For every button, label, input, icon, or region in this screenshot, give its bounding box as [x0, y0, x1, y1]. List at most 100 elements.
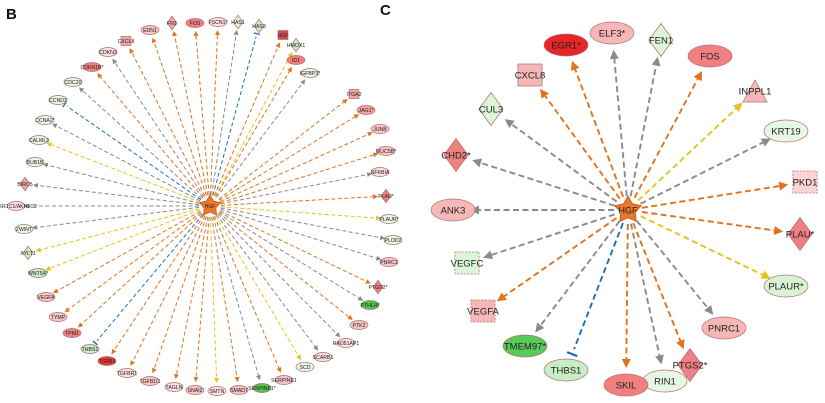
node-pnrc1: PNRC1 [379, 257, 399, 267]
edge-ptk2 [218, 212, 351, 319]
node-has3: HAS3 [252, 18, 266, 34]
node-label: SMAD7 [230, 388, 248, 394]
node-label: JUNB [373, 127, 387, 133]
arrowhead-tpm1 [77, 322, 84, 328]
edge-cdkn3 [113, 60, 205, 198]
node-label: CXCL8 [118, 39, 135, 45]
node-label: TAGLN [166, 385, 183, 391]
node-label: HGF [278, 33, 289, 39]
inhibition-bar-thbs1 [566, 351, 578, 358]
node-pnrc1: PNRC1 [701, 316, 747, 340]
arrowhead-tmem97 [535, 322, 545, 333]
node-label: VEGFA [37, 295, 55, 301]
edge-id1 [215, 69, 291, 197]
node-label: PLOD2 [384, 238, 401, 244]
edge-thbs1 [573, 222, 624, 350]
inhibition-bar-ccnd2 [62, 101, 67, 108]
node-zwint: ZWINT [14, 224, 34, 234]
edge-xylt1 [38, 208, 200, 251]
node-label: MUC5B* [376, 149, 396, 155]
arrowhead-plau [372, 194, 379, 200]
edge-plaur [220, 206, 379, 219]
node-vegfa: VEGFA [36, 292, 56, 302]
node-rad51ap1: RAD51AP1 [333, 338, 360, 348]
node-label: SKIL [616, 380, 637, 391]
node-ptgs2: PTGS2* [368, 279, 388, 295]
edge-vegfa [55, 210, 201, 293]
edge-hmox1 [214, 54, 292, 197]
node-label: FOS [190, 21, 201, 27]
node-label: PTHLH* [360, 303, 379, 309]
hub-label: HGF [205, 204, 216, 210]
node-label: HAS1 [231, 20, 245, 26]
edge-cul3 [508, 121, 618, 203]
node-label: FSCN1* [208, 20, 227, 26]
arrowhead-wnt5a [45, 265, 52, 271]
node-hgf: HGF [278, 30, 289, 40]
node-label: BUB1B [26, 160, 44, 166]
node-label: CXCL8 [515, 70, 546, 81]
arrowhead-cdkn3 [112, 58, 118, 65]
node-rin1: RIN1 [642, 369, 688, 393]
node-label: TPM1 [65, 331, 79, 337]
panel-c-hub: HGF [613, 195, 643, 222]
arrowhead-cul3 [504, 119, 515, 129]
arrowhead-rin1 [655, 354, 664, 365]
arrowhead-smad7 [234, 376, 240, 383]
arrowhead-has1 [233, 29, 239, 36]
arrowhead-plaur [760, 270, 771, 279]
node-label: PTGS2* [368, 285, 387, 291]
panel-c-edges [470, 49, 789, 369]
arrowhead-inppl1 [732, 102, 743, 113]
node-tpm1: TPM1 [62, 328, 82, 338]
edge-rad51ap1 [217, 213, 339, 336]
edge-jag1 [219, 115, 357, 201]
node-nfkbia: NFKBIA [371, 167, 390, 177]
arrowhead-fn1 [172, 30, 178, 37]
arrowhead-vegfa [52, 288, 59, 294]
node-chd2: CHD2* [441, 137, 471, 173]
edge-calml3 [49, 143, 200, 203]
arrowhead-rad51ap1 [335, 332, 341, 338]
node-scarb1: SCARB1 [313, 352, 333, 362]
node-label: HMOX1 [287, 43, 306, 49]
edge-chd2 [477, 160, 615, 207]
arrowhead-jag1 [353, 114, 360, 119]
edge-krt19 [640, 140, 767, 205]
node-label: BIRC5 [17, 182, 32, 188]
edge-fscn1 [209, 32, 219, 196]
arrowhead-pnrc1 [704, 304, 714, 315]
arrowhead-fen1 [651, 56, 661, 67]
node-fen1: FEN1 [648, 22, 674, 58]
node-label: IGFBP3* [300, 71, 320, 77]
node-label: INPPL1 [739, 86, 772, 97]
node-label: AKR1C1/AKR1C2 [0, 204, 37, 210]
node-vegfc: VEGFC [451, 251, 483, 275]
node-label: TYMP [51, 315, 66, 321]
arrowhead-chd2 [472, 158, 483, 168]
edge-tgfb1i1 [153, 216, 207, 371]
node-pkd1: PKD1 [792, 170, 818, 194]
node-plod2: PLOD2 [383, 235, 403, 245]
edge-tmem97 [537, 220, 621, 329]
edge-ccna2 [54, 124, 201, 202]
node-label: TMEM97* [504, 341, 547, 352]
arrowhead-ptgs2 [676, 339, 685, 350]
node-tgfbr1: TGFBR1 [117, 368, 137, 378]
node-label: CCNA2* [35, 118, 55, 124]
edge-pthlh [219, 211, 361, 300]
node-label: RAD51AP1 [333, 341, 360, 347]
edge-fos [195, 33, 210, 196]
arrowhead-id1 [287, 66, 292, 73]
node-label: PTK2 [353, 323, 366, 329]
edge-skil [625, 223, 629, 363]
edge-pnrc1 [220, 208, 379, 260]
hub-node-shape [198, 194, 222, 216]
node-label: RIN1 [654, 376, 676, 387]
arrowhead-plaur [375, 215, 382, 221]
arrowhead-scd [296, 354, 301, 361]
node-junb: JUNB [370, 124, 390, 134]
arrowhead-serpine1 [276, 367, 282, 373]
node-wnt5a: WNT5A* [28, 268, 48, 278]
node-plaur: PLAUR* [379, 214, 399, 224]
